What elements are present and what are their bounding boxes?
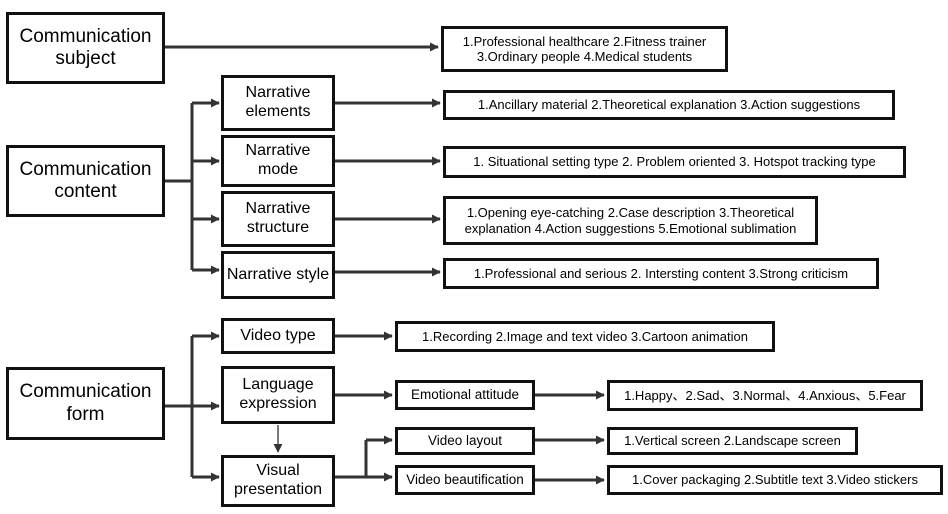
video-type-items-box: 1.Recording 2.Image and text video 3.Car…: [395, 321, 775, 352]
video-beautification-items: 1.Cover packaging 2.Subtitle text 3.Vide…: [632, 472, 918, 488]
narrative-mode-box: Narrative mode: [221, 135, 335, 187]
visual-presentation-label: Visual presentation: [233, 462, 323, 498]
narrative-elements-box: Narrative elements: [221, 75, 335, 131]
narrative-mode-label: Narrative mode: [245, 142, 311, 178]
video-beautification-items-box: 1.Cover packaging 2.Subtitle text 3.Vide…: [607, 465, 943, 495]
video-layout-items: 1.Vertical screen 2.Landscape screen: [624, 433, 841, 449]
emotional-attitude-label: Emotional attitude: [410, 387, 520, 403]
communication-form-box: Communication form: [6, 367, 165, 440]
video-layout-box: Video layout: [395, 427, 535, 455]
communication-content-title: Communication content: [19, 158, 152, 202]
narrative-mode-items: 1. Situational setting type 2. Problem o…: [473, 154, 876, 170]
subject-items-text: 1.Professional healthcare 2.Fitness trai…: [462, 33, 707, 64]
communication-subject-box: Communication subject: [6, 12, 165, 84]
video-type-label: Video type: [240, 326, 316, 344]
language-expression-box: Language expression: [221, 366, 335, 424]
emotional-attitude-items-box: 1.Happy、2.Sad、3.Normal、4.Anxious、5.Fear: [607, 380, 923, 411]
video-type-items: 1.Recording 2.Image and text video 3.Car…: [422, 328, 748, 344]
video-beautification-box: Video beautification: [395, 465, 535, 495]
video-layout-items-box: 1.Vertical screen 2.Landscape screen: [607, 427, 858, 455]
narrative-elements-items: 1.Ancillary material 2.Theoretical expla…: [477, 97, 861, 113]
emotional-attitude-items: 1.Happy、2.Sad、3.Normal、4.Anxious、5.Fear: [624, 387, 906, 403]
communication-content-box: Communication content: [6, 145, 165, 217]
narrative-style-label: Narrative style: [226, 265, 330, 283]
narrative-structure-items: 1.Opening eye-catching 2.Case descriptio…: [464, 205, 797, 236]
video-beautification-label: Video beautification: [406, 472, 524, 488]
video-layout-label: Video layout: [427, 433, 503, 449]
language-expression-label: Language expression: [239, 376, 317, 412]
narrative-style-items: 1.Professional and serious 2. Intersting…: [473, 265, 849, 281]
narrative-mode-items-box: 1. Situational setting type 2. Problem o…: [443, 146, 906, 178]
narrative-structure-items-box: 1.Opening eye-catching 2.Case descriptio…: [443, 196, 818, 245]
narrative-style-box: Narrative style: [221, 251, 335, 299]
communication-subject-title: Communication subject: [19, 25, 152, 69]
narrative-style-items-box: 1.Professional and serious 2. Intersting…: [443, 258, 879, 289]
narrative-structure-box: Narrative structure: [221, 191, 335, 247]
emotional-attitude-box: Emotional attitude: [395, 380, 535, 410]
narrative-elements-label: Narrative elements: [245, 84, 311, 120]
communication-form-title: Communication form: [19, 381, 152, 425]
visual-presentation-box: Visual presentation: [221, 455, 335, 507]
narrative-structure-label: Narrative structure: [245, 200, 311, 236]
narrative-elements-items-box: 1.Ancillary material 2.Theoretical expla…: [443, 90, 895, 120]
video-type-box: Video type: [221, 318, 335, 354]
subject-items-box: 1.Professional healthcare 2.Fitness trai…: [441, 26, 728, 72]
